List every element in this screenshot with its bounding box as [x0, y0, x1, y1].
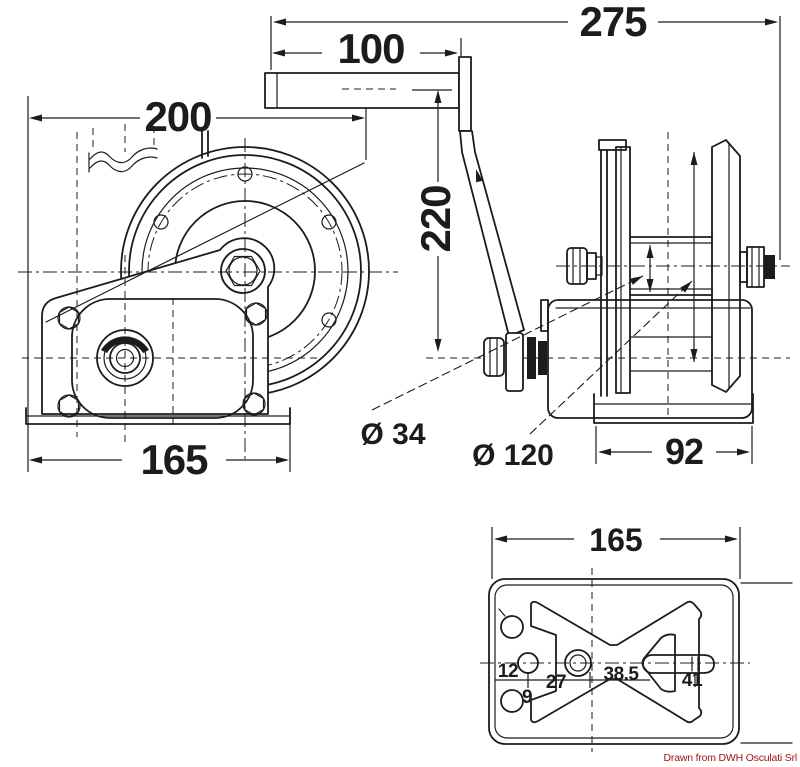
plate-hole-icon: [564, 649, 592, 677]
drum-left-flange: [615, 146, 631, 394]
leader-dia-34: [371, 275, 644, 411]
plate-dim-27: 27: [546, 672, 566, 693]
arm-arrow-icon: [476, 169, 483, 183]
dim-200: 200: [27, 93, 367, 472]
dim-label-200: 200: [144, 93, 211, 140]
base-plate-view: 12 27 38.5 9 41 165: [480, 522, 793, 752]
flange-hole-icon: [321, 214, 337, 230]
dim-drum-flange: [690, 152, 698, 362]
dim-165-side: 165: [29, 408, 291, 483]
crank-pivot-plate: [458, 56, 472, 132]
drum-barrel: [629, 236, 713, 372]
dim-label-165-side: 165: [140, 436, 208, 483]
strap-break: [88, 124, 209, 173]
front-view: 275 92 Ø 34 Ø 120: [273, 0, 790, 472]
dim-92: 92: [595, 426, 753, 472]
plate-dim-9: 9: [522, 687, 532, 708]
crank-shaft-nut: [483, 332, 547, 392]
plate-hole-icon: [500, 689, 524, 713]
plate-outline: [488, 578, 740, 745]
plate-inner-outline: [494, 584, 734, 739]
dim-220: 220: [412, 89, 459, 352]
side-view: 200 165: [18, 93, 398, 483]
leader-dia-120: [529, 280, 693, 435]
frame-top-cap: [598, 139, 627, 151]
mounting-slot: [642, 654, 715, 674]
right-shaft-bolt: [739, 246, 775, 288]
crank-handle: 100 220: [264, 16, 525, 352]
plate-spacing-dims: 12 27 38.5 9 41: [495, 661, 703, 708]
plate-dim-41: 41: [682, 670, 703, 691]
attribution-text: Drawn from DWH Osculati Srl: [664, 752, 797, 764]
flange-hole-icon: [321, 312, 337, 328]
front-base: [593, 393, 754, 424]
dim-drum-core: [646, 245, 654, 292]
plate-hole-icon: [500, 615, 524, 639]
x-rib-stamping: [530, 600, 703, 724]
dim-275: 275: [273, 0, 781, 260]
strap-lead-line: [45, 162, 365, 323]
dim-165-plate: 165: [491, 522, 741, 579]
plate-dim-38-5: 38.5: [604, 664, 640, 685]
dim-label-165-plate: 165: [589, 522, 642, 558]
gearbox-front: [547, 299, 753, 419]
dim-label-220: 220: [412, 185, 459, 252]
dim-label-92: 92: [665, 431, 703, 472]
dim-label-dia-34: Ø 34: [360, 418, 425, 451]
dim-label-275: 275: [579, 0, 647, 45]
plate-dim-12: 12: [498, 661, 518, 682]
bearing-tab: [540, 299, 549, 332]
dim-label-dia-120: Ø 120: [472, 439, 554, 472]
crank-arm: [459, 130, 525, 337]
shaft-boss: [220, 248, 266, 294]
left-shaft-bolt: [566, 247, 603, 285]
dim-label-100: 100: [337, 25, 404, 72]
flange-hole-icon: [153, 214, 169, 230]
dim-100: 100: [270, 16, 462, 72]
